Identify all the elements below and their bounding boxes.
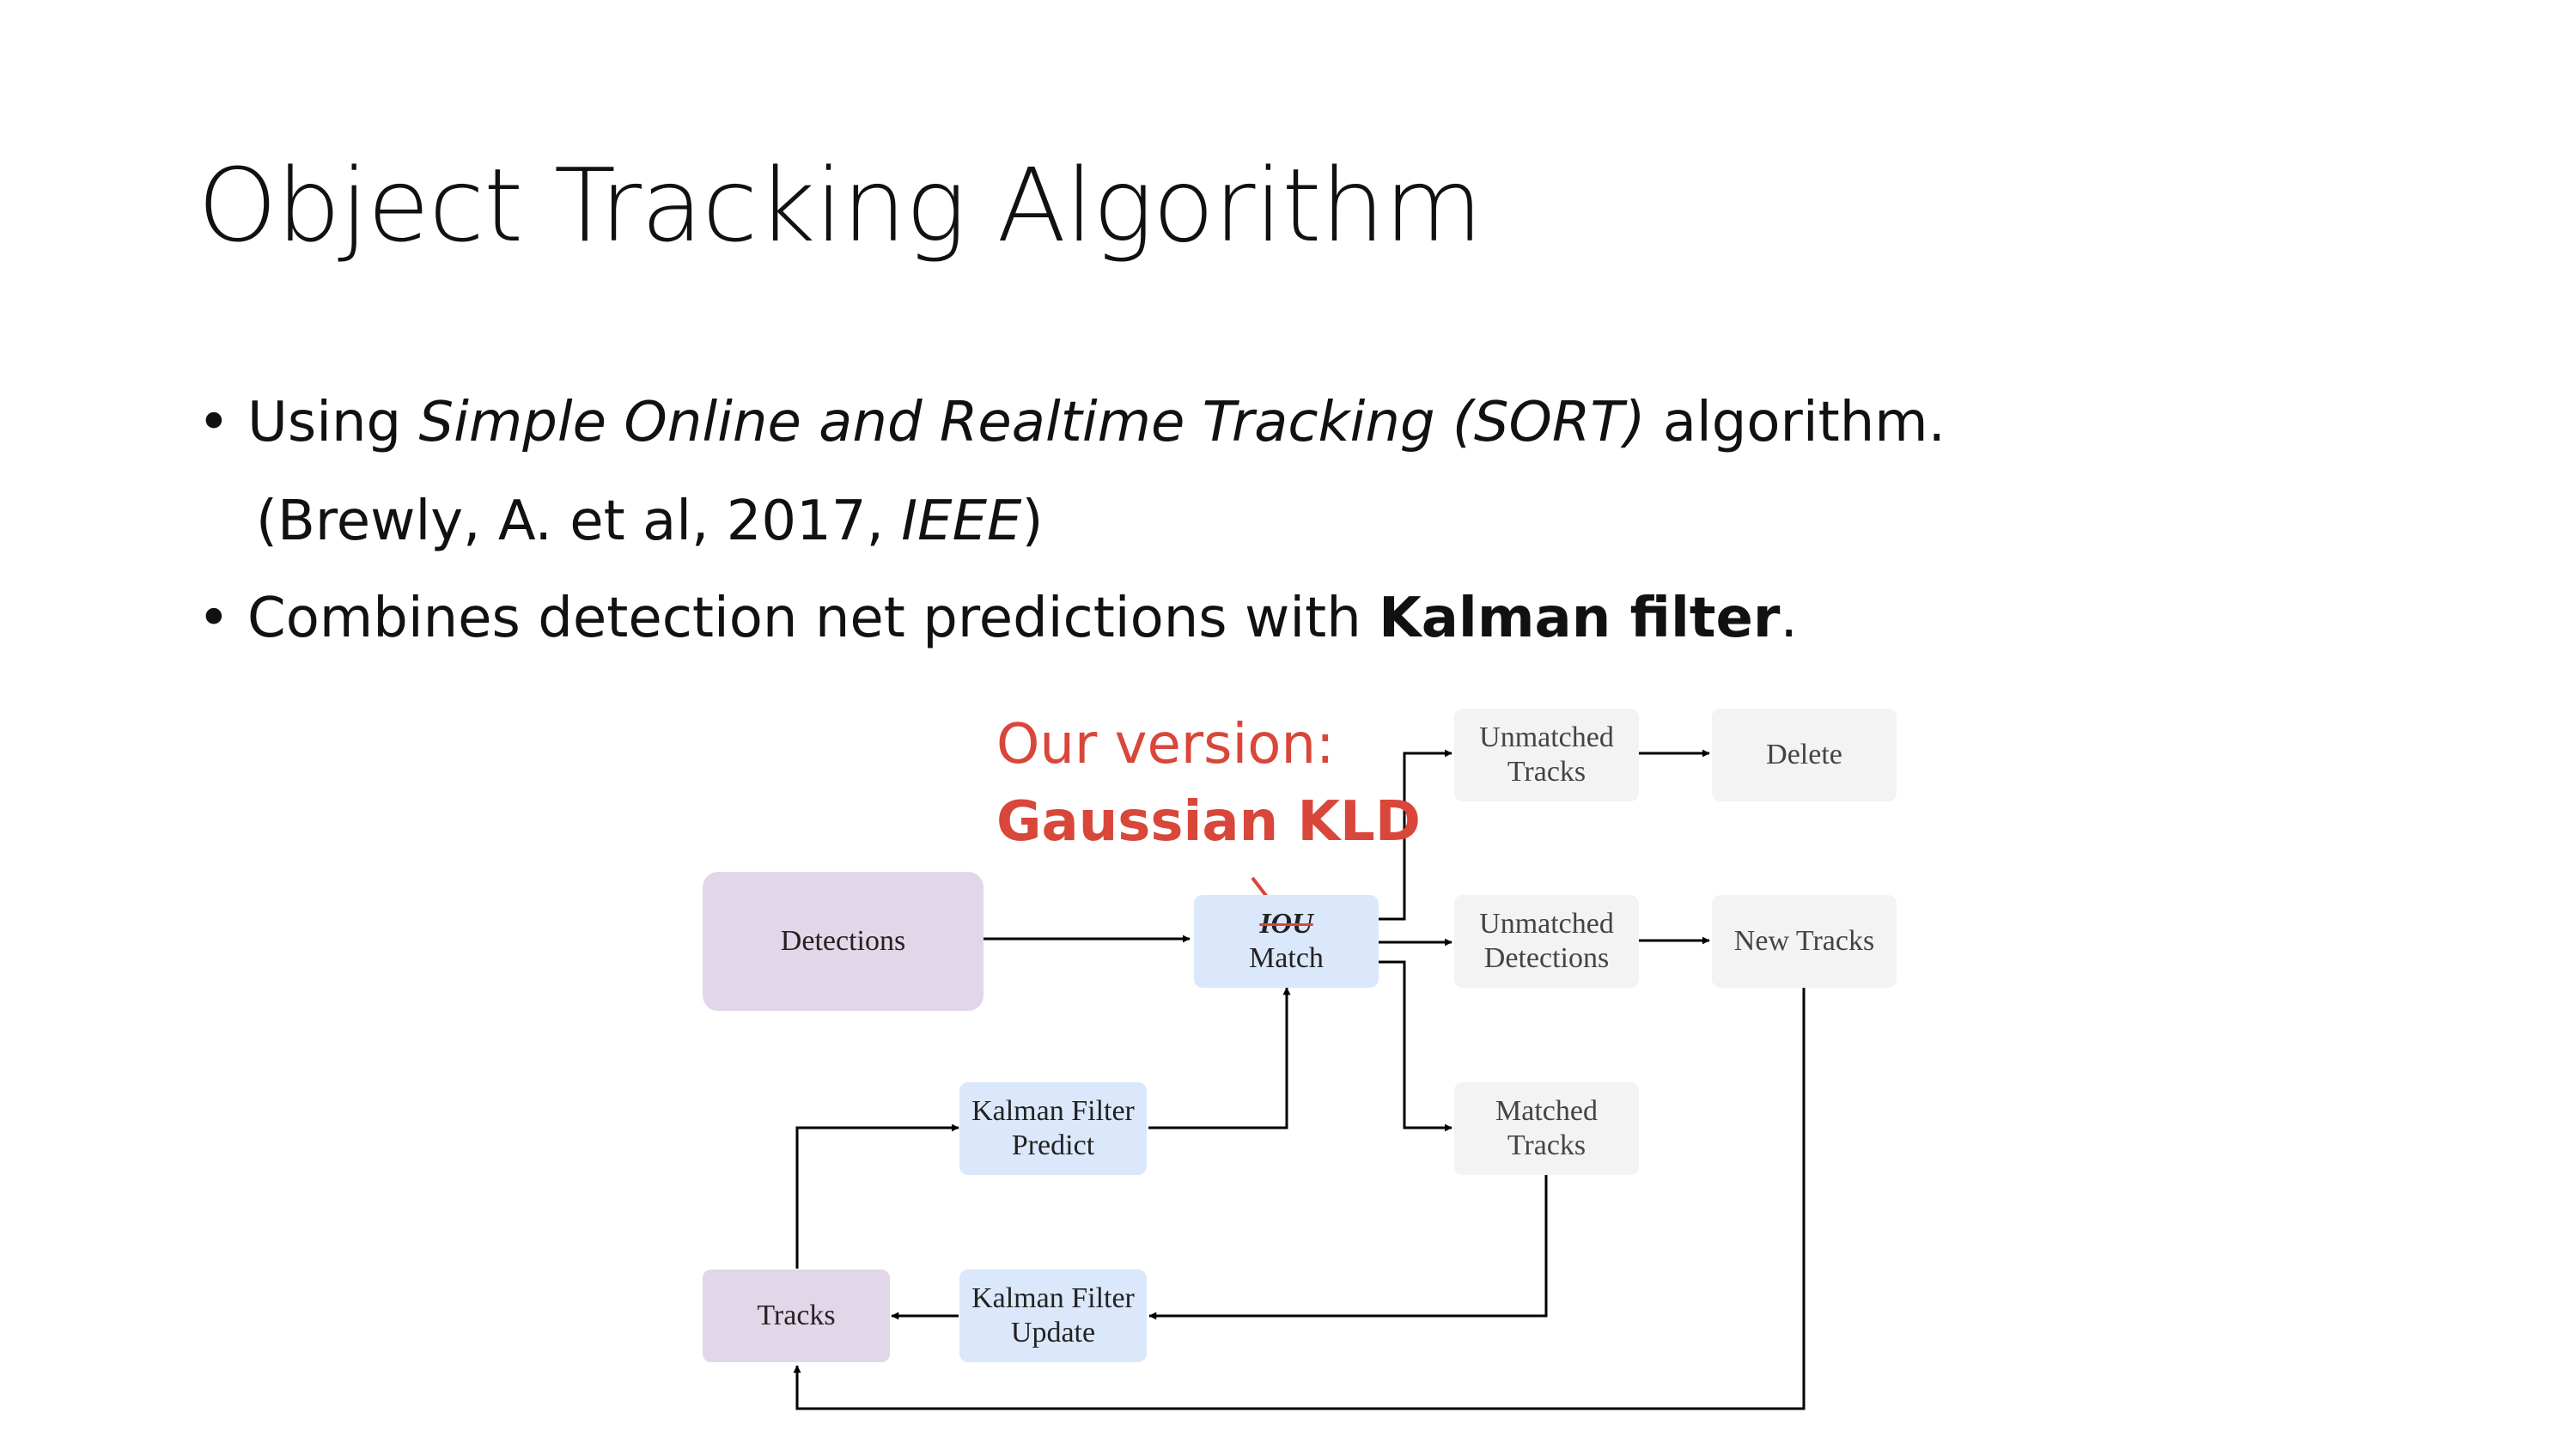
node-label-group: Unmatched Detections: [1479, 907, 1614, 976]
annotation-gaussian-kld: Gaussian KLD: [996, 790, 1421, 854]
node-label-line1: Matched: [1495, 1095, 1598, 1127]
node-matched-tracks: Matched Tracks: [1454, 1082, 1639, 1175]
node-label: Delete: [1766, 739, 1842, 770]
node-unmatched-tracks: Unmatched Tracks: [1454, 709, 1639, 801]
node-label-line2: Predict: [1011, 1129, 1095, 1161]
node-label-line1: Kalman Filter: [971, 1095, 1135, 1127]
node-label-group: IOU Match: [1249, 907, 1324, 976]
node-iou-match: IOU Match: [1194, 895, 1379, 988]
node-label: Detections: [780, 925, 906, 957]
node-detections: Detections: [703, 872, 984, 1011]
node-tracks: Tracks: [703, 1269, 890, 1362]
node-delete: Delete: [1712, 709, 1897, 801]
annotation-our-version: Our version:: [996, 713, 1335, 776]
edge-new-tracks-to-tracks: [793, 988, 1806, 1410]
edge-matched-tracks-to-kf-update: [1148, 1175, 1548, 1320]
node-label-line2: Tracks: [1507, 1129, 1586, 1161]
slide-title: Object Tracking Algorithm: [198, 146, 1483, 265]
bullet-text-post: .: [1780, 587, 1798, 650]
bullet-marker: •: [198, 391, 230, 454]
bullet-text: Using Simple Online and Realtime Trackin…: [247, 391, 1946, 454]
node-unmatched-detections: Unmatched Detections: [1454, 895, 1639, 988]
node-label-line1: Unmatched: [1479, 721, 1614, 753]
node-label-group: Unmatched Tracks: [1479, 721, 1614, 789]
bullet-marker: •: [198, 587, 230, 650]
edge-match-to-unmatched-tracks: [1379, 749, 1452, 921]
bullet-text-italic: Simple Online and Realtime Tracking (SOR…: [418, 391, 1646, 454]
node-kalman-filter-update: Kalman Filter Update: [959, 1269, 1147, 1362]
node-label-group: Matched Tracks: [1495, 1094, 1598, 1163]
bullet-text-pre: Using: [247, 391, 419, 454]
citation-post: ): [1021, 490, 1044, 553]
citation-text: (Brewly, A. et al, 2017, IEEE): [256, 490, 1043, 553]
bullet-text-post: algorithm.: [1645, 391, 1946, 454]
node-label-line2: Detections: [1483, 942, 1610, 974]
citation-italic: IEEE: [901, 490, 1022, 553]
edge-tracks-to-kf-predict: [795, 1123, 959, 1269]
node-label: New Tracks: [1733, 925, 1875, 957]
bullet-text: Combines detection net predictions with …: [247, 587, 1798, 650]
node-label-group: Kalman Filter Update: [971, 1282, 1135, 1350]
node-label-line2: Tracks: [1507, 756, 1586, 788]
edge-match-to-matched-tracks: [1379, 960, 1452, 1132]
node-label-iou: IOU: [1259, 908, 1313, 940]
node-label: Tracks: [757, 1300, 836, 1331]
node-label-line1: Kalman Filter: [971, 1282, 1135, 1314]
node-label-line2: Update: [1010, 1317, 1096, 1349]
citation-pre: (Brewly, A. et al, 2017,: [256, 490, 902, 553]
node-kalman-filter-predict: Kalman Filter Predict: [959, 1082, 1147, 1175]
edge-kf-predict-to-match: [1148, 987, 1291, 1129]
node-label-line1: Unmatched: [1479, 908, 1614, 940]
node-label-match: Match: [1249, 942, 1324, 974]
bullet-text-bold: Kalman filter: [1379, 587, 1781, 650]
node-label-group: Kalman Filter Predict: [971, 1094, 1135, 1163]
node-new-tracks: New Tracks: [1712, 895, 1897, 988]
bullet-text-pre: Combines detection net predictions with: [247, 587, 1379, 650]
